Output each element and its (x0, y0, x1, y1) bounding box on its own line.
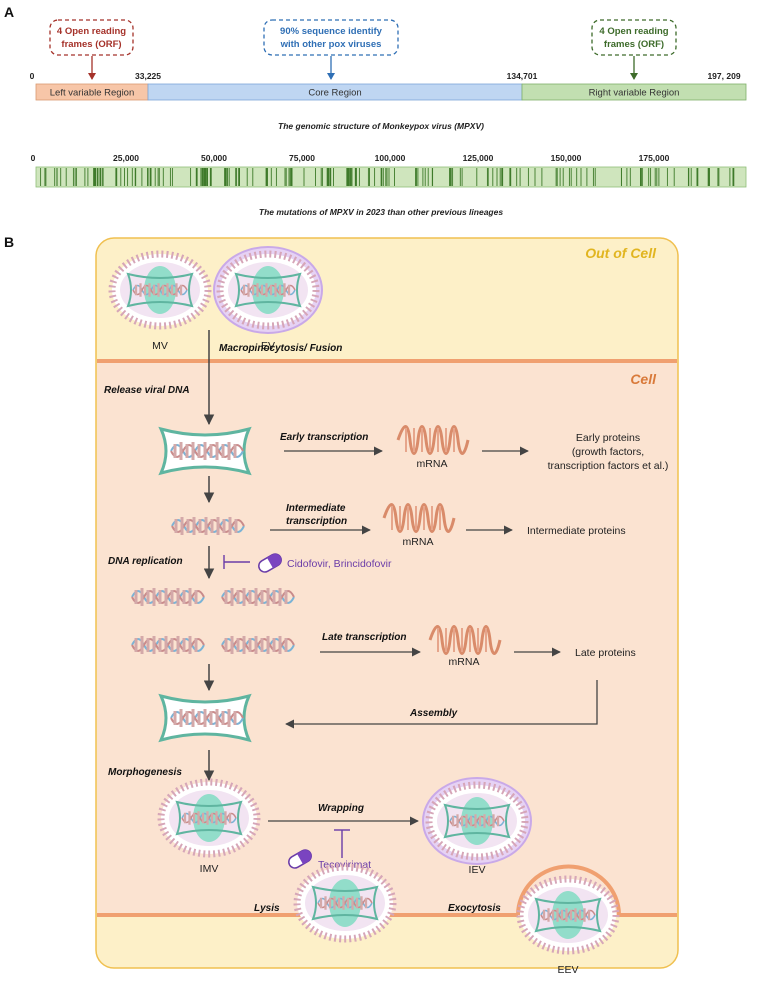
callout-right-orf: 4 Open reading frames (ORF) (591, 19, 677, 80)
early-proteins-line1: Early proteins (576, 432, 640, 444)
step-morphogenesis: Morphogenesis (108, 767, 182, 778)
mutation-tick-100000: 100,000 (375, 153, 406, 163)
callout-right-line2: frames (ORF) (604, 39, 664, 50)
replication-inhibition (223, 555, 250, 569)
callout-left-line1: 4 Open reading (57, 26, 126, 37)
mrna-late-label: mRNA (449, 656, 480, 668)
drug-cidofovir: Cidofovir, Brincidofovir (287, 558, 392, 570)
step-wrapping: Wrapping (318, 803, 364, 814)
genome-pos-0: 0 (30, 71, 35, 81)
wrapping-inhibition (334, 829, 350, 858)
mutation-tick-25000: 25,000 (113, 153, 139, 163)
mutation-tick-125000: 125,000 (463, 153, 494, 163)
mrna-early-label: mRNA (417, 458, 448, 470)
mutation-tick-175000: 175,000 (639, 153, 670, 163)
step-replication: DNA replication (108, 556, 183, 567)
step-intermediate-2: transcription (286, 516, 347, 527)
iev-label: IEV (469, 864, 486, 876)
genome-bar: Left variable Region Core Region Right v… (35, 83, 747, 101)
callout-core-line2: with other pox viruses (280, 39, 382, 50)
callout-left-orf: 4 Open reading frames (ORF) (49, 19, 134, 80)
viral-core-2 (161, 696, 249, 740)
callout-left-line2: frames (ORF) (61, 39, 121, 50)
mrna-intermediate-label: mRNA (403, 536, 434, 548)
right-variable-region (521, 83, 747, 101)
mutation-track (35, 166, 747, 188)
panel-b-label: B (4, 234, 14, 250)
step-release: Release viral DNA (104, 385, 190, 396)
eev-label: EEV (557, 964, 578, 976)
mutation-tick-50000: 50,000 (201, 153, 227, 163)
step-late: Late transcription (322, 632, 406, 643)
left-region-label: Left variable Region (50, 88, 135, 99)
step-entry: Macropinocytosis/ Fusion (219, 343, 342, 354)
mutation-tick-150000: 150,000 (551, 153, 582, 163)
mutation-caption: The mutations of MPXV in 2023 than other… (259, 207, 503, 217)
imv-virion (161, 782, 257, 854)
mutation-tick-75000: 75,000 (289, 153, 315, 163)
genome-pos-134701: 134,701 (507, 71, 538, 81)
mutation-axis-ticks: 0 25,000 50,000 75,000 100,000 125,000 1… (31, 153, 670, 163)
early-proteins-line3: transcription factors et al.) (548, 460, 669, 472)
out-of-cell-title: Out of Cell (585, 245, 657, 261)
cell-title: Cell (630, 371, 657, 387)
iev-virion (422, 777, 532, 865)
imv-label: IMV (200, 863, 219, 875)
mv-virion (112, 254, 208, 326)
step-early: Early transcription (280, 432, 368, 443)
mv-label: MV (152, 340, 168, 352)
callout-right-line1: 4 Open reading (599, 26, 668, 37)
core-region-label: Core Region (308, 88, 361, 99)
step-assembly: Assembly (409, 708, 458, 719)
viral-core-1 (161, 429, 249, 473)
step-intermediate-1: Intermediate (286, 503, 346, 514)
genome-structure-caption: The genomic structure of Monkeypox virus… (278, 121, 484, 131)
eev-virion (520, 879, 616, 951)
panel-a-label: A (4, 4, 14, 20)
lysis-virion (297, 867, 393, 939)
callout-core-identity: 90% sequence identify with other pox vir… (263, 19, 399, 80)
step-exocytosis: Exocytosis (448, 903, 501, 914)
ev-label: EV (261, 340, 275, 352)
intermediate-proteins: Intermediate proteins (527, 525, 626, 537)
late-proteins: Late proteins (575, 647, 636, 659)
assembly-arrow (285, 680, 598, 729)
ev-virion (213, 246, 323, 334)
right-region-label: Right variable Region (589, 88, 680, 99)
early-proteins-line2: (growth factors, (572, 446, 644, 458)
step-lysis: Lysis (254, 903, 280, 914)
genome-pos-197209: 197, 209 (707, 71, 740, 81)
mutation-tick-0: 0 (31, 153, 36, 163)
callout-core-line1: 90% sequence identify (280, 26, 383, 37)
genome-pos-33225: 33,225 (135, 71, 161, 81)
